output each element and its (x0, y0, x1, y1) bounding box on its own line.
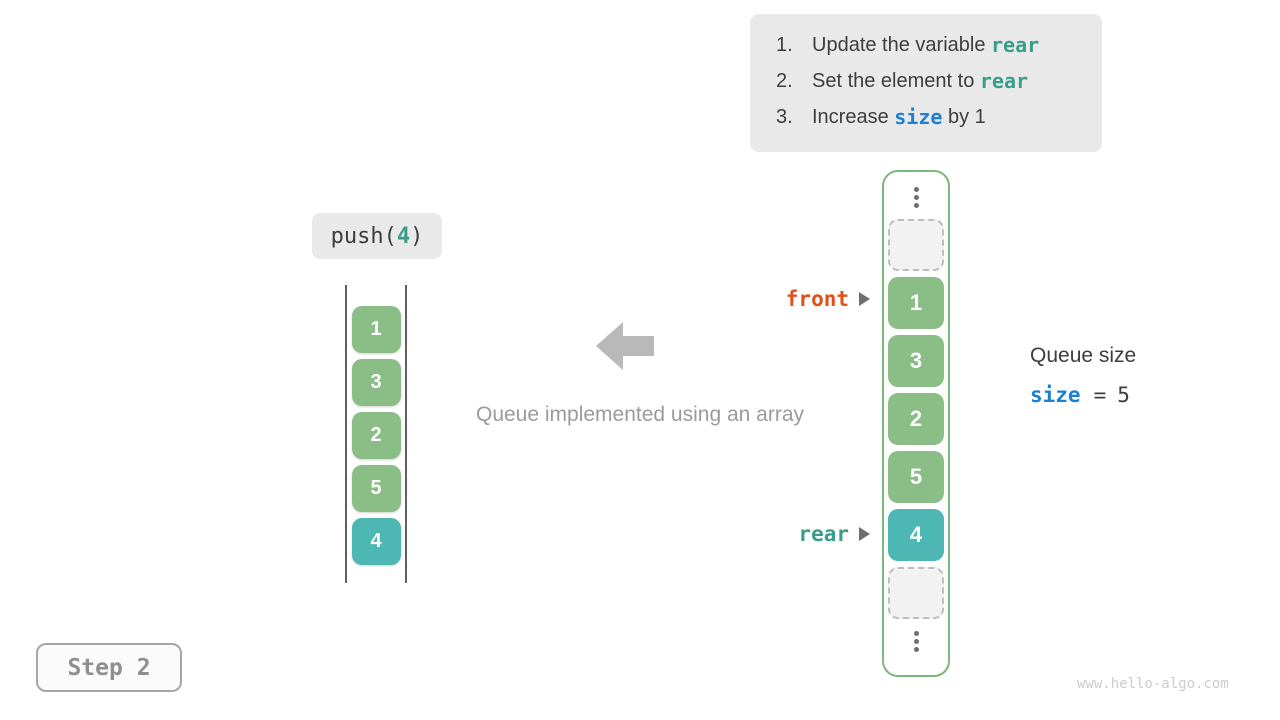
queue-size-block: Queue size size = 5 (1030, 344, 1136, 407)
left-arrow-icon (596, 322, 654, 370)
operation-argument: 4 (396, 223, 411, 249)
diagram-caption: Queue implemented using an array (475, 403, 805, 426)
instruction-item: 2. Set the element to rear (776, 63, 1092, 99)
queue-size-value: 5 (1117, 383, 1130, 407)
instruction-item: 1. Update the variable rear (776, 27, 1092, 63)
rear-pointer: rear (740, 521, 870, 547)
instruction-number: 2. (776, 70, 793, 92)
operation-label: push(4) (312, 213, 442, 259)
front-pointer-label: front (785, 287, 849, 311)
array-cell: 5 (888, 451, 944, 503)
queue-element: 1 (351, 306, 401, 353)
queue-size-title: Queue size (1030, 344, 1137, 367)
queue-element: 3 (351, 359, 401, 406)
queue-element: 5 (351, 465, 401, 512)
queue-size-value-line: size = 5 (1030, 383, 1136, 407)
code-token-size: size (894, 105, 943, 129)
array-container: 1 3 2 5 4 (882, 170, 950, 677)
array-cell: 1 (888, 277, 944, 329)
array-cell: 2 (888, 393, 944, 445)
array-cell (888, 567, 944, 619)
instruction-text: Update the variable (812, 34, 992, 56)
instruction-number: 3. (776, 106, 793, 128)
queue-element: 2 (351, 412, 401, 459)
pointer-arrow-icon (859, 292, 870, 306)
instruction-panel: 1. Update the variable rear 2. Set the e… (750, 14, 1102, 152)
code-token-rear: rear (979, 69, 1029, 93)
instruction-item: 3. Increase size by 1 (776, 99, 1092, 135)
operation-prefix: push( (330, 223, 397, 249)
queue-element: 4 (351, 518, 401, 565)
operation-suffix: ) (410, 223, 424, 249)
ellipsis-icon (913, 183, 919, 211)
array-cell: 3 (888, 335, 944, 387)
abstract-queue-stack: 1 3 2 5 4 (345, 285, 407, 583)
front-pointer: front (740, 286, 870, 312)
pointer-arrow-icon (859, 527, 870, 541)
rear-pointer-label: rear (798, 522, 849, 546)
watermark: www.hello-algo.com (1077, 676, 1229, 692)
array-cell: 4 (888, 509, 944, 561)
code-token-size: size (1030, 383, 1081, 407)
instruction-text: by 1 (942, 106, 986, 128)
equals-sign: = (1093, 383, 1107, 407)
array-cell (888, 219, 944, 271)
instruction-text: Set the element to (812, 70, 980, 92)
instruction-number: 1. (776, 34, 793, 56)
step-badge: Step 2 (36, 643, 182, 692)
code-token-rear: rear (991, 33, 1040, 57)
instruction-text: Increase (812, 106, 895, 128)
ellipsis-icon (913, 627, 919, 655)
